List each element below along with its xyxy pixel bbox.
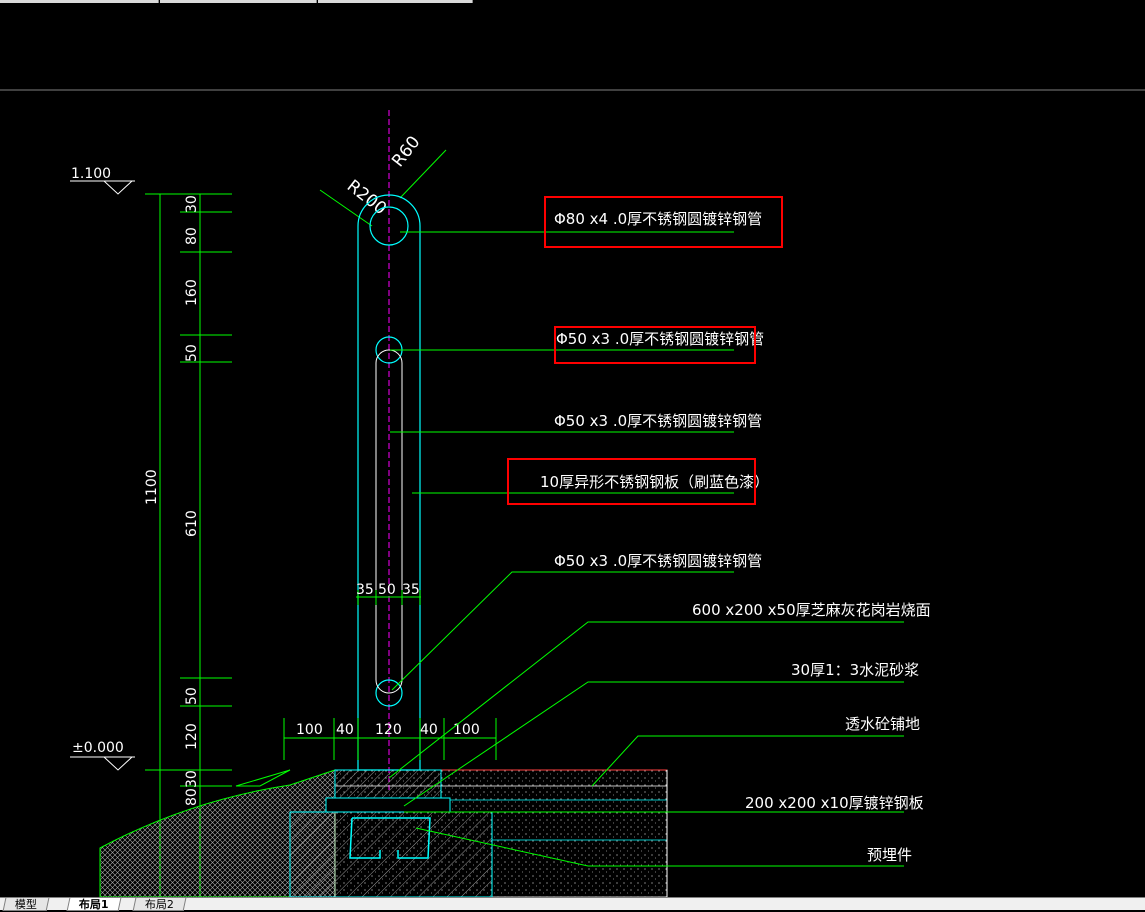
svg-text:35: 35 xyxy=(356,582,374,598)
svg-text:50: 50 xyxy=(378,582,396,598)
svg-text:40: 40 xyxy=(336,722,354,738)
label-pervious-concrete: 透水砼铺地 xyxy=(845,715,920,733)
svg-text:100: 100 xyxy=(453,722,480,738)
bottom-rail-pipe xyxy=(375,679,403,707)
label-top-rail: Φ80 x4 .0厚不锈钢圆镀锌钢管 xyxy=(554,210,762,228)
svg-text:50: 50 xyxy=(184,687,200,705)
steel-plate-slot xyxy=(375,349,403,694)
radius-inner-label: R60 xyxy=(388,132,424,171)
svg-text:80: 80 xyxy=(184,227,200,245)
top-rail-pipe xyxy=(369,206,409,246)
svg-text:40: 40 xyxy=(420,722,438,738)
tab-model[interactable]: 模型 xyxy=(2,898,50,911)
post-outline xyxy=(357,194,421,771)
base-construction xyxy=(99,769,668,898)
radius-callouts: R200 R60 xyxy=(319,132,447,227)
top-toolbar-strip xyxy=(0,0,1145,4)
elevation-ground-text: ±0.000 xyxy=(72,740,124,756)
highlight-box-steel-plate xyxy=(507,458,756,505)
label-steel-plate: 10厚异形不锈钢钢板（刷蓝色漆） xyxy=(540,473,769,491)
label-embedded-part: 预埋件 xyxy=(867,846,912,864)
radius-outer-label: R200 xyxy=(343,176,390,219)
vertical-dimensions xyxy=(145,193,232,900)
toolbar-tab-2[interactable] xyxy=(160,0,317,3)
label-granite: 600 x200 x50厚芝麻灰花岗岩烧面 xyxy=(692,601,931,619)
elevation-markers: 1.100 ±0.000 xyxy=(70,166,135,771)
label-pipe-3: Φ50 x3 .0厚不锈钢圆镀锌钢管 xyxy=(554,412,762,430)
embedded-part xyxy=(349,817,431,859)
tab-layout-1[interactable]: 布局1 xyxy=(66,898,122,911)
svg-text:610: 610 xyxy=(184,510,200,537)
svg-text:160: 160 xyxy=(184,279,200,306)
label-mortar: 30厚1：3水泥砂浆 xyxy=(791,661,919,679)
toolbar-tab-1[interactable] xyxy=(0,0,159,3)
elevation-top-text: 1.100 xyxy=(71,166,111,182)
svg-text:120: 120 xyxy=(375,722,402,738)
highlight-boxes xyxy=(507,196,783,505)
leader-lines xyxy=(388,231,904,867)
label-bottom-rail: Φ50 x3 .0厚不锈钢圆镀锌钢管 xyxy=(554,552,762,570)
svg-text:100: 100 xyxy=(296,722,323,738)
svg-text:30: 30 xyxy=(184,770,200,788)
total-height-dim: 1100 xyxy=(144,469,160,505)
label-mid-rail: Φ50 x3 .0厚不锈钢圆镀锌钢管 xyxy=(556,330,764,348)
base-width-dimensions: 100 40 120 40 100 xyxy=(283,718,497,760)
highlight-box-top-rail xyxy=(544,196,783,248)
label-steel-base-plate: 200 x200 x10厚镀锌钢板 xyxy=(745,794,924,812)
svg-text:50: 50 xyxy=(184,344,200,362)
post-width-dimensions: 35 50 35 xyxy=(356,582,421,605)
vertical-dimension-texts: 30 80 160 50 610 50 120 30 80 1100 xyxy=(144,195,200,806)
layout-tab-bar: 模型 布局1 布局2 xyxy=(0,897,1145,911)
annotation-texts: Φ80 x4 .0厚不锈钢圆镀锌钢管 Φ50 x3 .0厚不锈钢圆镀锌钢管 Φ5… xyxy=(540,210,931,864)
svg-text:80: 80 xyxy=(184,788,200,806)
svg-text:120: 120 xyxy=(184,723,200,750)
tab-layout-2[interactable]: 布局2 xyxy=(132,898,187,911)
toolbar-tab-3[interactable] xyxy=(318,0,473,3)
highlight-box-mid-rail xyxy=(554,326,756,364)
svg-text:35: 35 xyxy=(402,582,420,598)
svg-text:30: 30 xyxy=(184,195,200,213)
